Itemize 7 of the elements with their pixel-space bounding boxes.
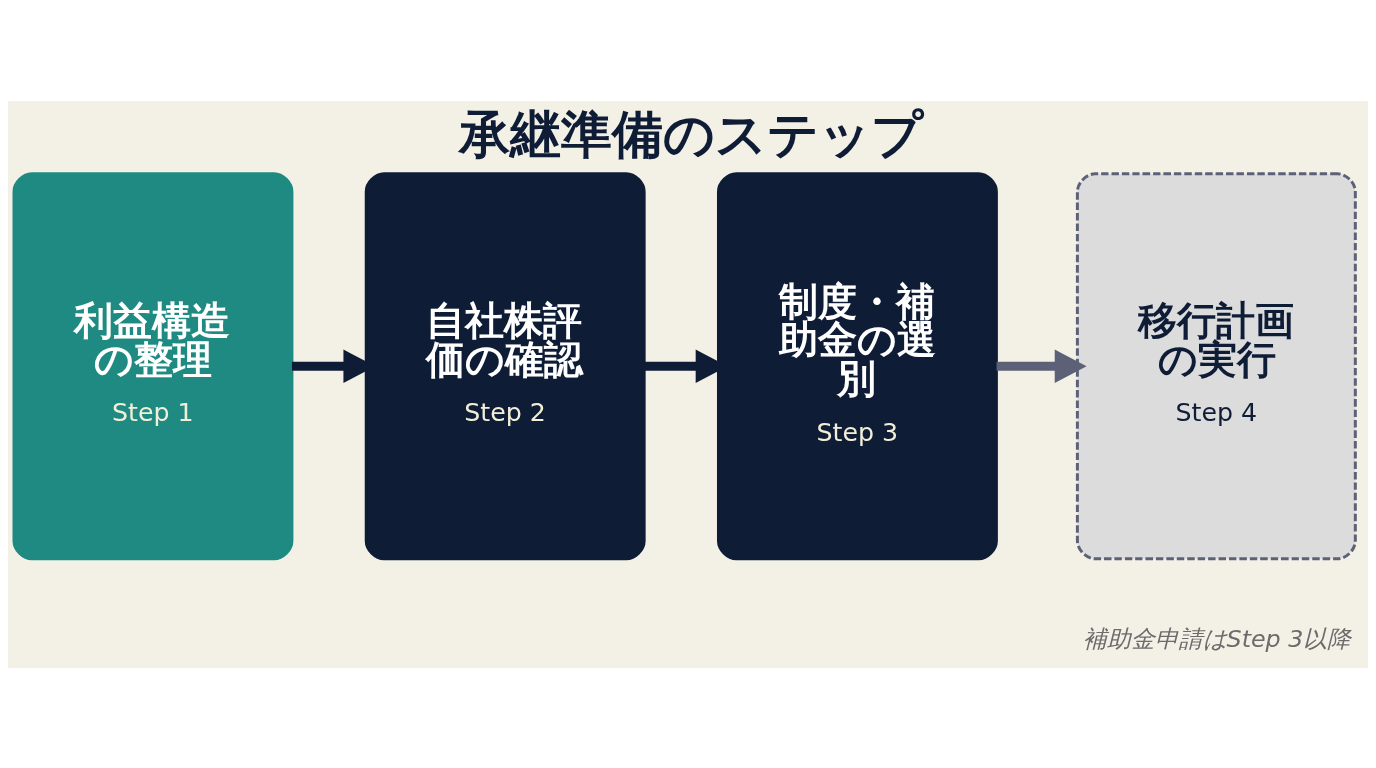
label: 補助金申請はStep 3以降 — [1082, 624, 1352, 653]
node-box: 自社株評価の確認 Step 2 — [364, 171, 646, 560]
arrow — [996, 349, 1087, 383]
diagram-title: 承継準備のステップ — [459, 104, 924, 164]
node-box: 移行計画の実行 Step 4 — [1075, 171, 1357, 560]
node-box: 利益構造の整理 Step 1 — [12, 171, 294, 560]
node-box: 制度・補助金の選別 Step 3 — [717, 171, 998, 560]
